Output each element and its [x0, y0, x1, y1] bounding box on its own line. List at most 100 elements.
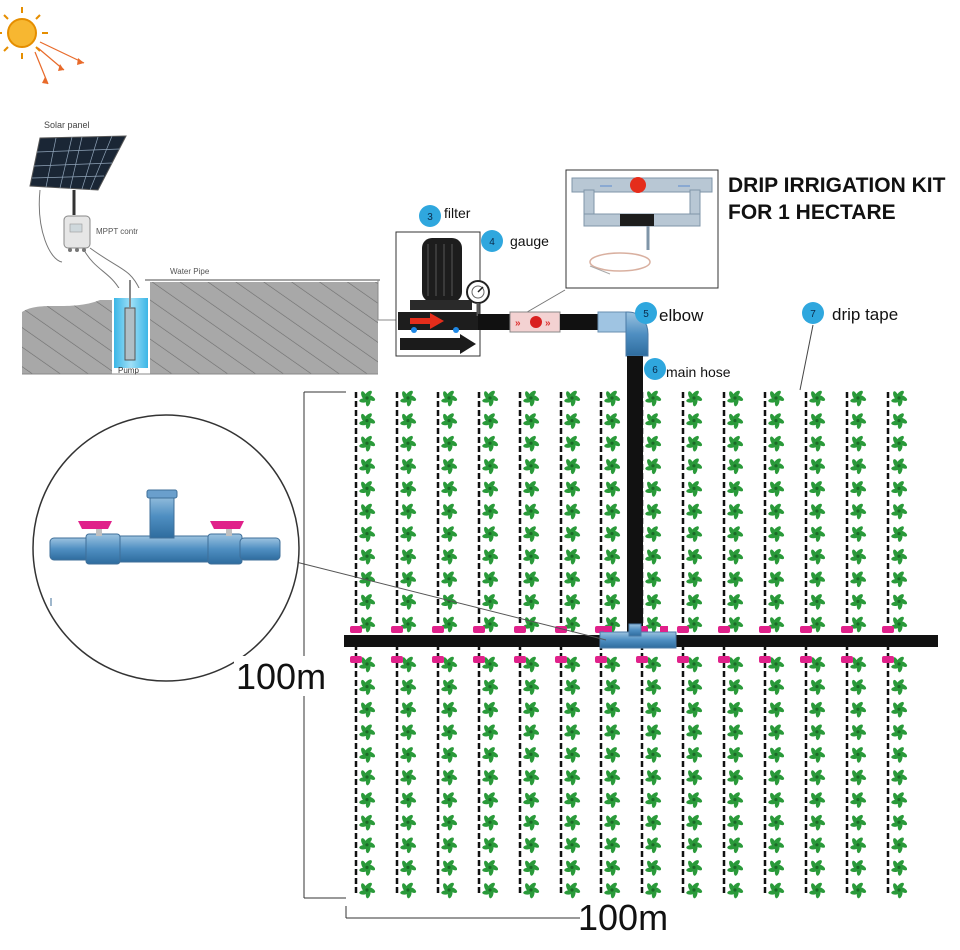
- plant-icon: [850, 724, 867, 741]
- magnified-valve-detail: [32, 414, 300, 682]
- plant-icon: [523, 814, 540, 831]
- plant-icon: [727, 413, 744, 429]
- plant-icon: [645, 458, 662, 475]
- plant-icon: [645, 656, 662, 673]
- plant-icon: [400, 594, 417, 610]
- plant-icon: [809, 882, 826, 899]
- plant-icon: [604, 526, 621, 542]
- plant-icon: [809, 526, 826, 542]
- plant-icon: [564, 837, 581, 854]
- plant-icon: [523, 594, 540, 610]
- plant-icon: [850, 571, 867, 588]
- plant-icon: [686, 701, 703, 718]
- plant-icon: [482, 594, 499, 610]
- tape-connector: [800, 656, 812, 663]
- ground-cross-section: [22, 282, 378, 375]
- plant-icon: [727, 616, 744, 633]
- plant-icon: [441, 503, 458, 520]
- plant-icon: [645, 679, 662, 695]
- valve-icon: » »: [509, 311, 561, 333]
- plant-icon: [523, 390, 540, 407]
- plant-icon: [441, 435, 458, 452]
- plant-icon: [604, 882, 621, 899]
- plant-icon: [809, 503, 826, 520]
- plant-icon: [645, 701, 662, 718]
- plant-icon: [400, 747, 417, 763]
- tape-connector: [514, 626, 526, 633]
- plant-icon: [809, 837, 826, 854]
- plant-icon: [482, 503, 499, 520]
- plant-icon: [523, 747, 540, 763]
- main-hose-pipe: [627, 356, 643, 632]
- plant-icon: [686, 747, 703, 763]
- plant-icon: [645, 548, 662, 565]
- svg-text:100m: 100m: [236, 656, 326, 697]
- plant-icon: [359, 769, 376, 786]
- plant-icon: [523, 526, 540, 542]
- plant-icon: [441, 656, 458, 673]
- plant-icon: [441, 837, 458, 854]
- tape-connector: [718, 656, 730, 663]
- plant-icon: [359, 503, 376, 520]
- callout-elbow: 5 elbow: [635, 302, 704, 325]
- plant-icon: [850, 413, 867, 429]
- plant-icon: [686, 837, 703, 854]
- tape-connector: [841, 626, 853, 633]
- plant-icon: [400, 548, 417, 565]
- plant-icon: [400, 656, 417, 673]
- sun-icon: [0, 7, 85, 85]
- crop-field: [354, 390, 908, 899]
- plant-icon: [523, 679, 540, 695]
- plant-icon: [645, 792, 662, 808]
- plant-icon: [359, 701, 376, 718]
- plant-icon: [727, 656, 744, 673]
- plant-icon: [727, 792, 744, 808]
- plant-icon: [768, 701, 785, 718]
- plant-icon: [645, 390, 662, 407]
- plant-icon: [645, 481, 662, 497]
- filter-icon: [395, 231, 481, 357]
- plant-icon: [850, 458, 867, 475]
- plant-icon: [400, 769, 417, 786]
- plant-icon: [359, 616, 376, 633]
- plant-icon: [564, 860, 581, 876]
- plant-icon: [359, 882, 376, 899]
- plant-icon: [604, 390, 621, 407]
- callout-filter: 3 filter: [419, 205, 471, 227]
- svg-text:6: 6: [652, 365, 658, 376]
- plant-icon: [727, 435, 744, 452]
- plant-icon: [768, 860, 785, 876]
- plant-icon: [850, 548, 867, 565]
- tape-connector: [800, 626, 812, 633]
- tape-connector: [882, 626, 894, 633]
- plant-icon: [523, 616, 540, 633]
- plant-icon: [645, 837, 662, 854]
- plant-icon: [768, 882, 785, 899]
- plant-icon: [564, 458, 581, 475]
- plant-icon: [645, 769, 662, 786]
- plant-icon: [564, 814, 581, 831]
- plant-icon: [564, 701, 581, 718]
- plant-icon: [686, 503, 703, 520]
- plant-icon: [768, 837, 785, 854]
- plant-icon: [768, 679, 785, 695]
- plant-icon: [604, 413, 621, 429]
- tape-connectors: [350, 626, 894, 663]
- plant-icon: [400, 526, 417, 542]
- svg-text:7: 7: [810, 309, 816, 320]
- plant-icon: [400, 413, 417, 429]
- tape-connector: [514, 656, 526, 663]
- svg-text:drip tape: drip tape: [832, 305, 898, 324]
- plant-icon: [400, 814, 417, 831]
- plant-icon: [686, 390, 703, 407]
- plant-icon: [850, 814, 867, 831]
- plant-icon: [441, 481, 458, 497]
- plant-icon: [564, 724, 581, 741]
- plant-icon: [686, 458, 703, 475]
- tape-connector: [759, 656, 771, 663]
- plant-icon: [441, 769, 458, 786]
- plant-icon: [768, 526, 785, 542]
- plant-icon: [891, 390, 908, 407]
- plant-icon: [645, 860, 662, 876]
